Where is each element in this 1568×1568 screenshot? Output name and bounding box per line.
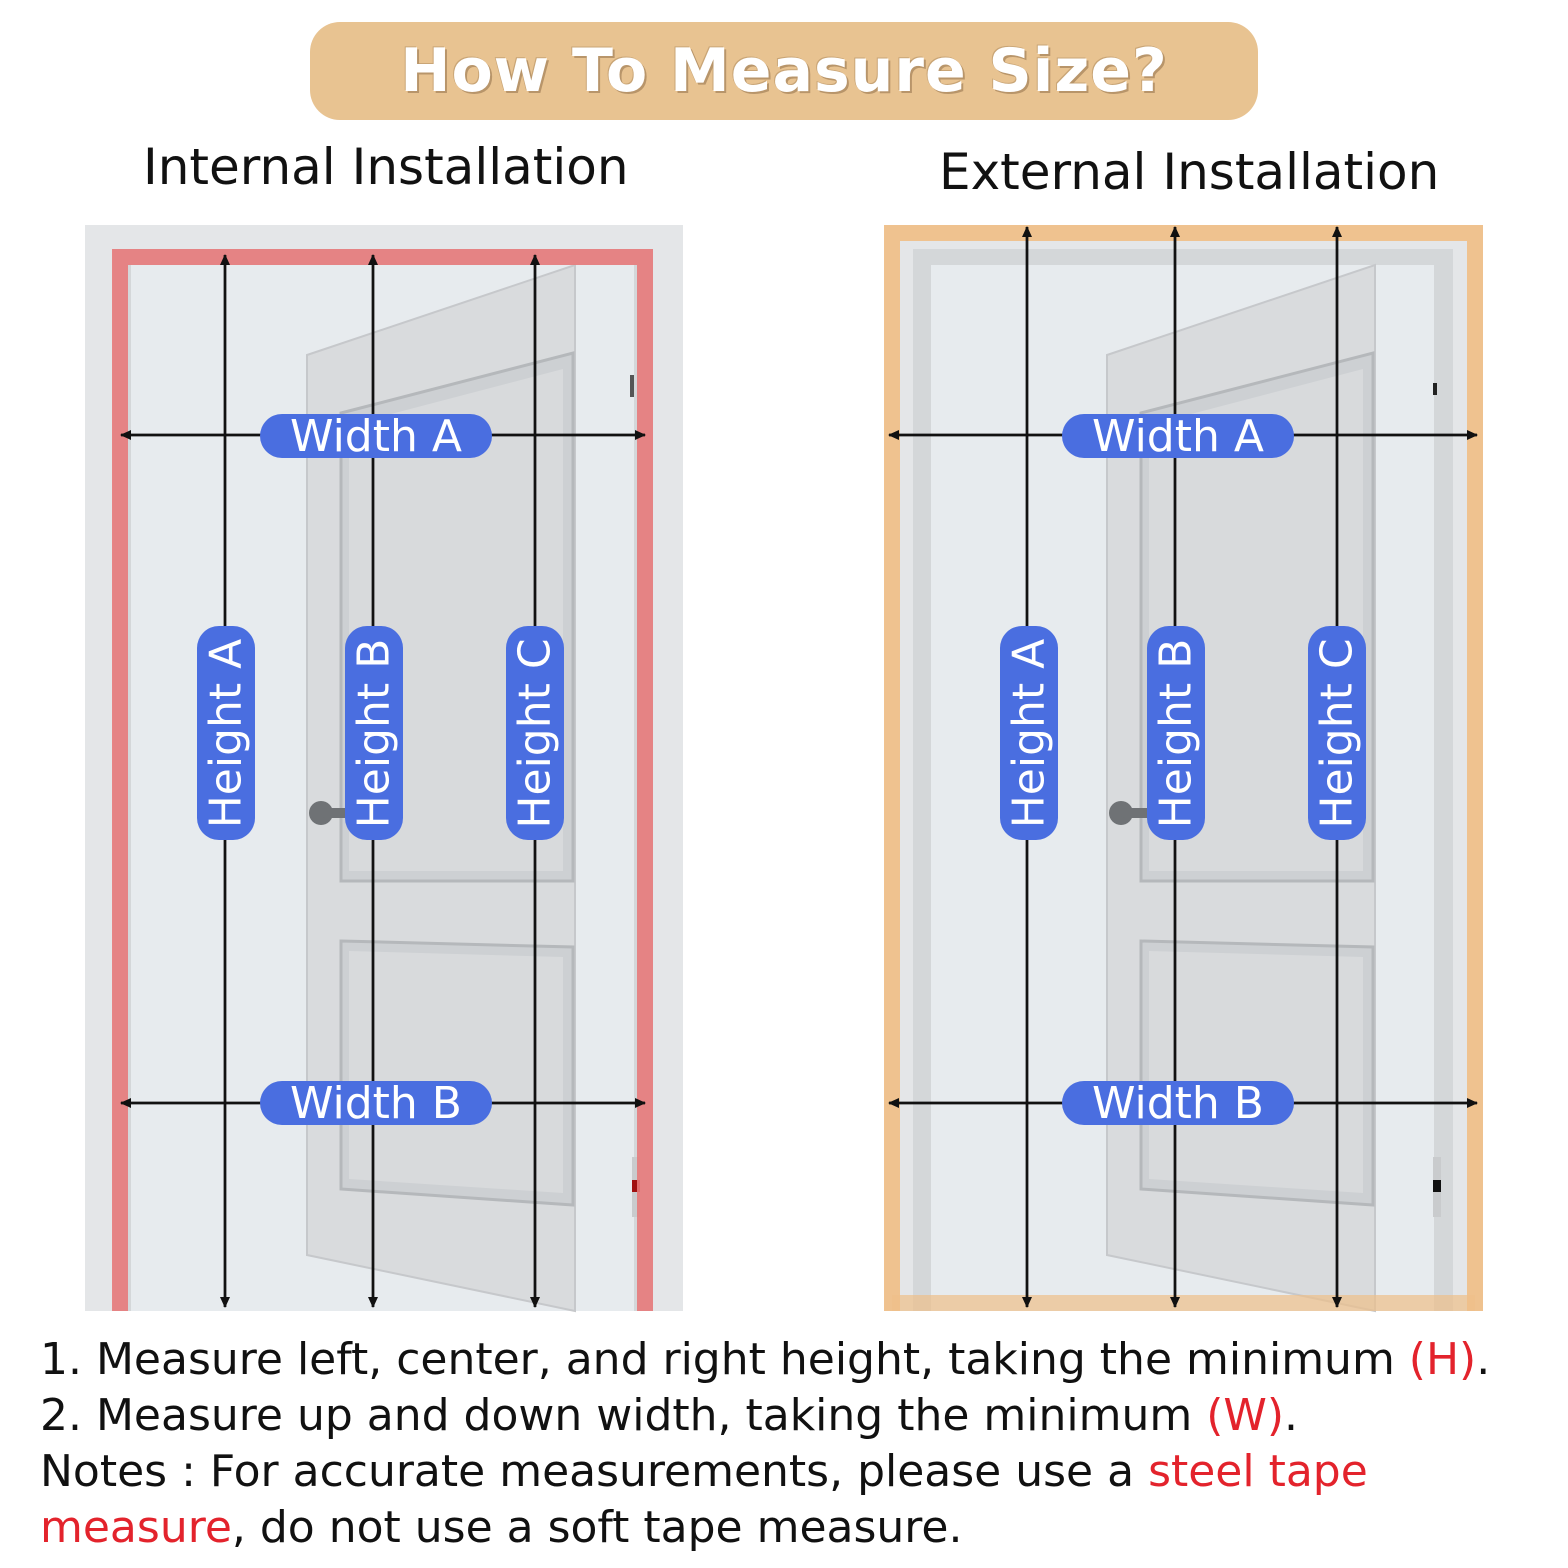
internal-height-a-label: Height A xyxy=(197,626,255,840)
external-width-a-label: Width A xyxy=(1062,411,1294,462)
internal-frame-highlight xyxy=(112,249,653,1311)
notes-line: Notes : For accurate measurements, pleas… xyxy=(40,1446,1368,1497)
notes-line-continued: measure, do not use a soft tape measure. xyxy=(40,1502,963,1553)
external-frame-highlight xyxy=(884,225,1483,1311)
external-installation-title: External Installation xyxy=(939,143,1440,201)
external-width-b-label: Width B xyxy=(1062,1078,1294,1129)
measure-highlight: measure xyxy=(40,1502,232,1553)
banner-title: How To Measure Size? xyxy=(400,36,1168,106)
external-height-c-label: Height C xyxy=(1308,626,1366,840)
internal-height-c-label: Height C xyxy=(506,626,564,840)
external-height-b-label: Height B xyxy=(1147,626,1205,840)
external-height-a-label: Height A xyxy=(1000,626,1058,840)
instruction-width: 2. Measure up and down width, taking the… xyxy=(40,1390,1299,1441)
title-banner: How To Measure Size? xyxy=(310,22,1258,120)
internal-width-b-label: Width B xyxy=(260,1078,492,1129)
internal-installation-title: Internal Installation xyxy=(143,138,629,196)
internal-width-a-label: Width A xyxy=(260,411,492,462)
width-symbol: (W) xyxy=(1206,1390,1285,1441)
height-symbol: (H) xyxy=(1408,1334,1477,1385)
instruction-height: 1. Measure left, center, and right heigh… xyxy=(40,1334,1491,1385)
internal-height-b-label: Height B xyxy=(345,626,403,840)
steel-tape-highlight: steel tape xyxy=(1148,1446,1368,1497)
measurement-instructions: 1. Measure left, center, and right heigh… xyxy=(40,1332,1540,1556)
